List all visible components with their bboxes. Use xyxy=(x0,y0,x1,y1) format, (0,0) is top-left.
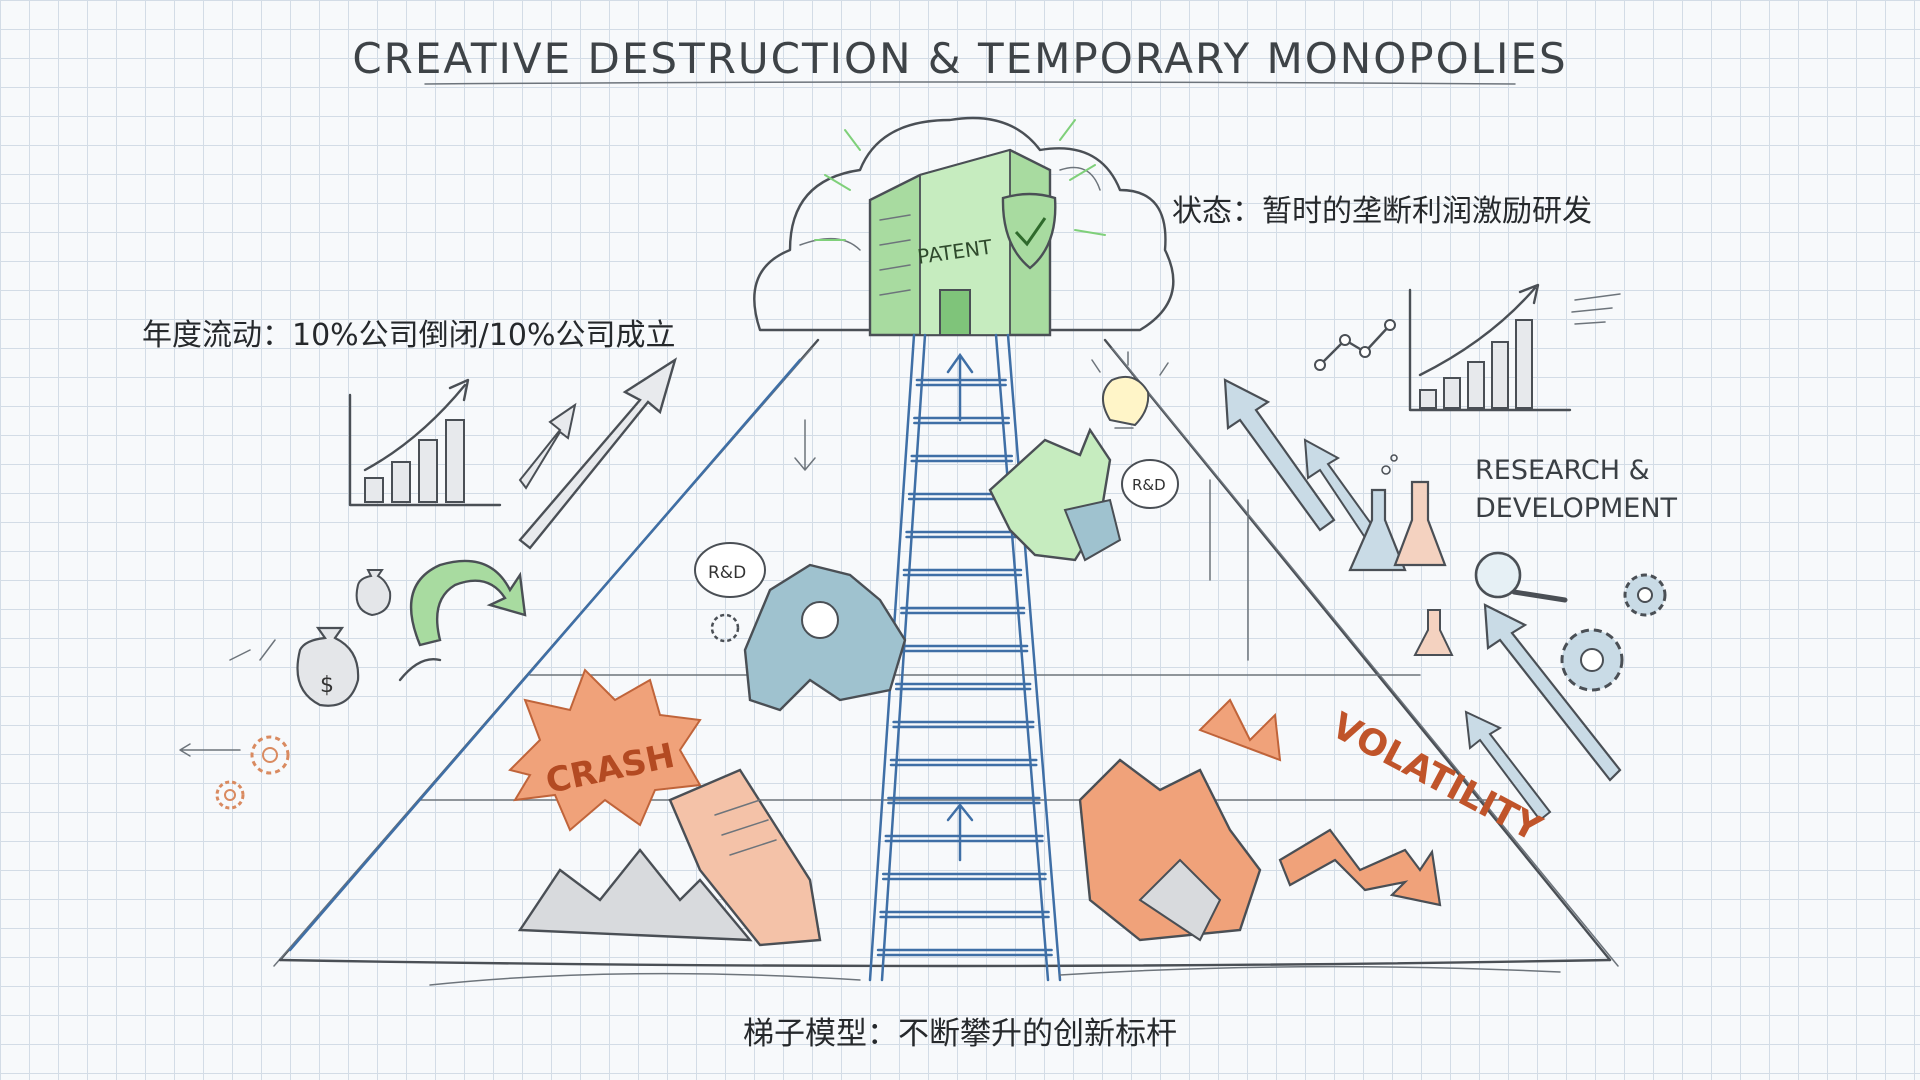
svg-text:R&D: R&D xyxy=(708,563,746,583)
ladder-rung xyxy=(913,416,1010,425)
ladder-rung xyxy=(884,834,1044,843)
research-label-line1: RESEARCH & xyxy=(1475,455,1650,486)
ladder-rung xyxy=(879,910,1050,919)
recycle-arrow-icon xyxy=(398,559,527,682)
ladder-rung xyxy=(894,682,1032,691)
ladder-rung xyxy=(915,378,1007,387)
rubble-icon xyxy=(517,698,1282,947)
gear-icon xyxy=(1623,573,1667,617)
crash-burst-icon: CRASH xyxy=(508,668,702,832)
ladder-rung xyxy=(889,758,1038,767)
pyramid xyxy=(273,338,1619,968)
diagram-title: CREATIVE DESTRUCTION & TEMPORARY MONOPOL… xyxy=(352,34,1568,83)
growth-chart-icon xyxy=(348,378,502,507)
gear-icon xyxy=(215,780,245,810)
ladder-rung xyxy=(905,530,1020,539)
shield-check-icon xyxy=(1001,192,1057,270)
volatility-arrow-icon: VOLATILITY xyxy=(1278,705,1549,907)
svg-text:$: $ xyxy=(320,673,334,698)
gear-icon xyxy=(1560,628,1624,692)
ladder-model-label: 梯子模型：不断攀升的创新标杆 xyxy=(743,1016,1177,1052)
lightbulb-icon xyxy=(1091,351,1169,429)
magnifier-icon xyxy=(1474,551,1568,603)
ladder-rung xyxy=(887,796,1041,805)
status-label: 状态：暂时的垄断利润激励研发 xyxy=(1172,194,1592,229)
ladder-rung xyxy=(892,720,1035,729)
rnd-bubble-right: R&D xyxy=(1121,459,1179,509)
research-label-line2: DEVELOPMENT xyxy=(1475,493,1678,524)
growth-chart-icon xyxy=(1314,283,1621,412)
research-development-label: RESEARCH & DEVELOPMENT xyxy=(1475,452,1677,528)
green-block-right xyxy=(988,427,1122,562)
gear-icon xyxy=(250,735,290,775)
flask-icon xyxy=(1348,454,1454,656)
gear-block-left xyxy=(743,563,907,712)
gear-icon xyxy=(710,613,740,643)
glow-rays xyxy=(814,119,1106,241)
ladder-rung xyxy=(897,644,1029,653)
svg-text:R&D: R&D xyxy=(1132,476,1166,494)
money-bag-icon: $ xyxy=(229,569,392,707)
annual-flow-label: 年度流动：10%公司倒闭/10%公司成立 xyxy=(142,318,676,353)
ladder-rung xyxy=(902,568,1023,577)
ladder-rung xyxy=(876,948,1053,957)
big-up-arrows xyxy=(518,357,678,550)
rnd-bubble-left: R&D xyxy=(694,542,766,598)
ladder-rung xyxy=(910,454,1014,463)
ladder-rung xyxy=(881,872,1047,881)
ladder-rung xyxy=(900,606,1026,615)
title-underline xyxy=(424,81,1516,85)
